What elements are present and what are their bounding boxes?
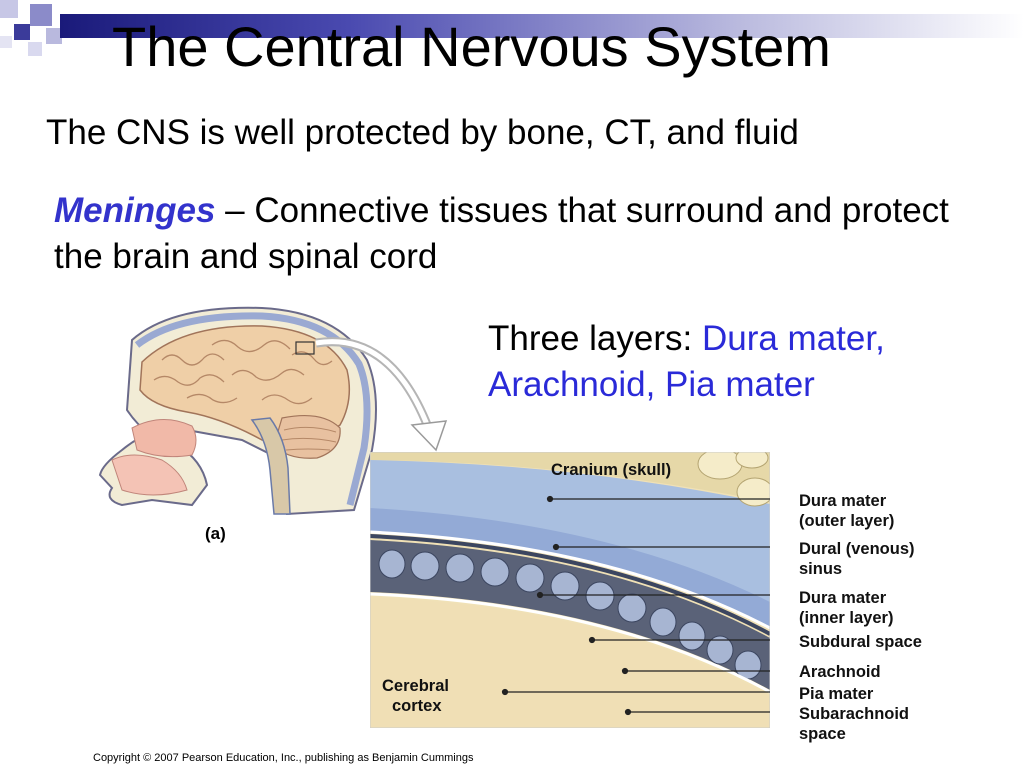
- cortex-label-line1: Cerebral: [382, 677, 449, 695]
- figure-panel-label: (a): [205, 524, 226, 543]
- callout-subdural: Subdural space: [799, 633, 922, 651]
- layers-names: Dura mater, Arachnoid, Pia mater: [488, 319, 885, 404]
- head-sagittal-illustration: [98, 306, 377, 516]
- meninges-text: – Connective tissues that surround and p…: [54, 191, 949, 276]
- cranium-label: Cranium (skull): [551, 461, 672, 479]
- callout-line: (inner layer): [799, 609, 894, 627]
- layers-prefix: Three layers:: [488, 319, 702, 358]
- zoom-arrow: [315, 337, 448, 452]
- three-layers-text: Three layers: Dura mater, Arachnoid, Pia…: [488, 316, 968, 408]
- callout-line: space: [799, 725, 846, 743]
- cerebral-cortex-label: Cerebral cortex: [382, 676, 449, 716]
- copyright-notice: Copyright © 2007 Pearson Education, Inc.…: [93, 752, 474, 764]
- meninges-cross-section: [370, 452, 770, 728]
- callout-line: sinus: [799, 560, 843, 578]
- callout-subarachnoid: Subarachnoid space: [799, 704, 909, 744]
- header-decoration: [0, 0, 110, 60]
- header-bar: [60, 14, 1024, 38]
- page-title: The Central Nervous System: [112, 15, 831, 78]
- callout-dura-inner: Dura mater (inner layer): [799, 588, 893, 628]
- callout-line: Subarachnoid: [799, 705, 910, 723]
- callout-dura-outer: Dura mater (outer layer): [799, 491, 894, 531]
- cortex-label-line2: cortex: [392, 697, 442, 715]
- callout-dural-sinus: Dural (venous) sinus: [799, 539, 915, 579]
- callout-line: Dura mater: [799, 492, 887, 510]
- callout-line: Dura mater: [799, 589, 887, 607]
- meninges-definition: Meninges – Connective tissues that surro…: [54, 188, 974, 280]
- callout-pia-mater: Pia mater: [799, 685, 874, 703]
- callout-line: Dural (venous): [799, 540, 915, 558]
- callout-arachnoid: Arachnoid: [799, 663, 881, 681]
- meninges-term: Meninges: [54, 191, 216, 230]
- callout-line: (outer layer): [799, 512, 895, 530]
- subtitle: The CNS is well protected by bone, CT, a…: [46, 113, 799, 152]
